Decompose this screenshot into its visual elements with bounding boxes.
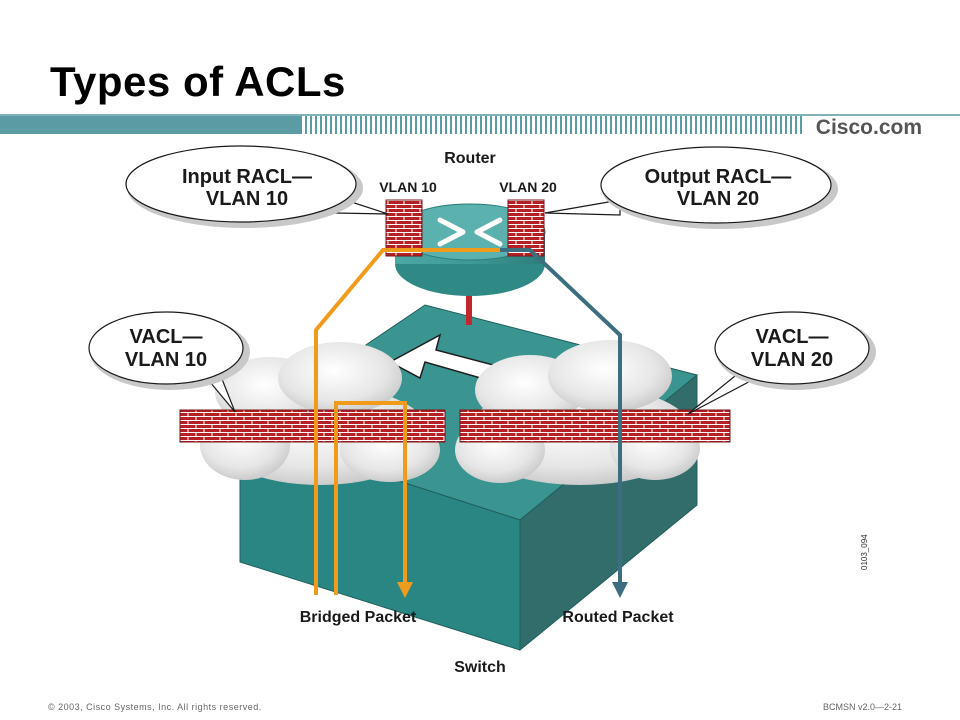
slide-title: Types of ACLs [50,58,346,105]
switch-label: Switch [454,659,506,676]
callout-vacl-10-line2: VLAN 10 [125,349,207,371]
vacl-firewall-vlan20 [459,409,731,443]
callout-output-racl-line1: Output RACL— [645,166,792,188]
copyright-text: © 2003, Cisco Systems, Inc. All rights r… [48,702,262,712]
figure-id: 0103_094 [860,534,869,570]
callout-vacl-20-line2: VLAN 20 [751,349,833,371]
course-reference: BCMSN v2.0—2-21 [822,702,902,712]
vacl-firewall-vlan10 [179,409,446,443]
callout-output-racl: Output RACL— VLAN 20 [544,146,838,229]
routed-packet-label: Routed Packet [562,609,674,626]
callout-input-racl-line1: Input RACL— [182,166,312,188]
bridged-packet-label: Bridged Packet [300,609,417,626]
callout-output-racl-line2: VLAN 20 [677,188,759,210]
callout-input-racl-line2: VLAN 10 [206,188,288,210]
header-band [0,114,960,134]
bridged-packet-path [314,248,500,598]
router-uplink [466,295,472,325]
callout-vacl-10-line1: VACL— [130,326,203,348]
vlan20-label: VLAN 20 [499,179,557,195]
firewall-vlan20-icon [507,199,545,257]
cisco-brand-logo: Cisco.com [815,116,922,139]
callout-vacl-10: VACL— VLAN 10 [88,311,250,413]
callout-vacl-20-line1: VACL— [756,326,829,348]
firewall-vlan10-icon [385,199,423,257]
callout-vacl-20: VACL— VLAN 20 [687,311,876,415]
callout-input-racl: Input RACL— VLAN 10 [125,145,389,228]
router-label: Router [444,150,496,167]
vlan10-label: VLAN 10 [379,179,437,195]
